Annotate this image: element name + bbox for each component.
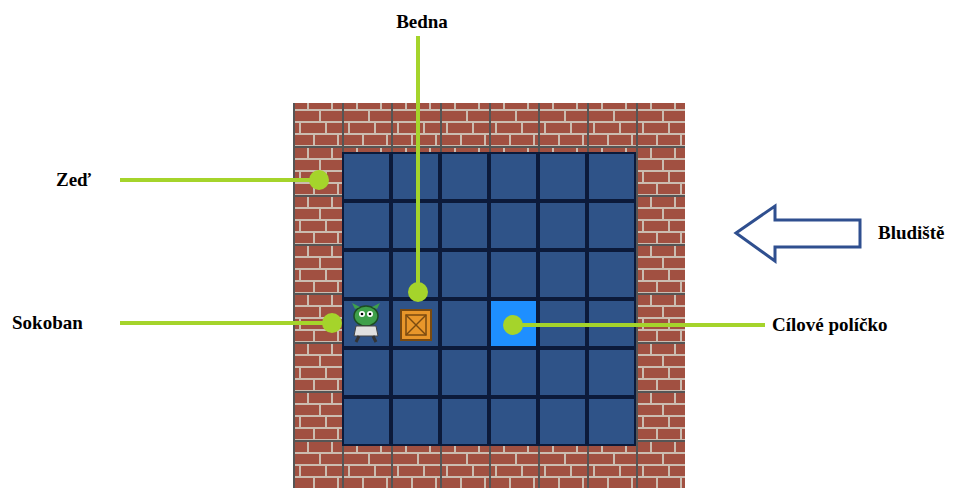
- pointer-arrow: [736, 206, 860, 261]
- crate: [401, 310, 431, 340]
- callout-label: Bedna: [396, 11, 448, 34]
- sokoban-figure: [352, 303, 380, 342]
- floor-tiles: [344, 154, 634, 444]
- leader-lines: [120, 36, 765, 335]
- callout-label: Bludiště: [878, 222, 945, 245]
- wall: [293, 103, 685, 488]
- callout-label: Zeď: [56, 169, 91, 192]
- callout-label: Cílové políčko: [772, 314, 888, 337]
- callout-label: Sokoban: [12, 312, 83, 335]
- maze-floor: [342, 152, 636, 446]
